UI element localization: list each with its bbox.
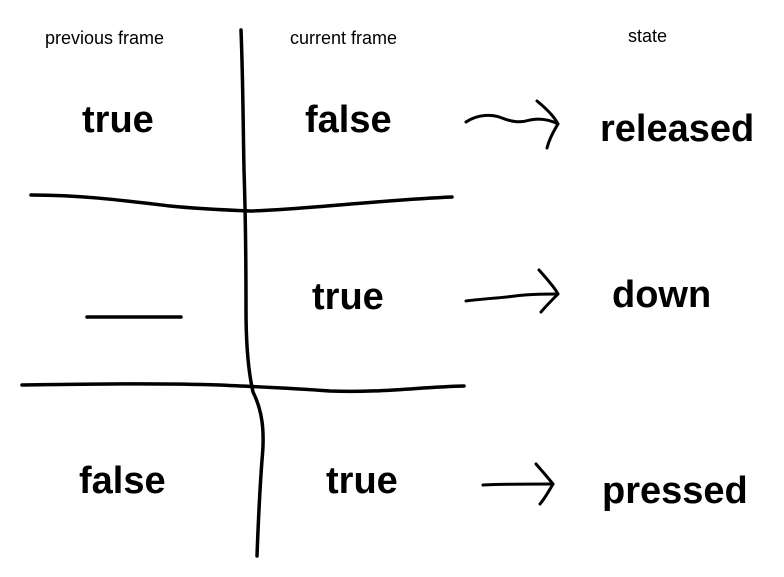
header-state: state [628,26,668,46]
header-current-frame: current frame [290,28,398,48]
row-divider-1 [29,193,454,213]
row-1-previous-value: true [82,99,154,141]
row-1-state-label: released [600,108,755,150]
header-previous-frame: previous frame [45,28,165,48]
row-divider-2 [20,382,466,394]
row-2-state-label: down [612,274,712,316]
arrow-icon-row-1 [464,99,560,150]
arrow-icon-row-3 [481,462,555,506]
row-3-state-label: pressed [602,470,748,512]
row-1-current-value: false [305,99,392,141]
row-3-previous-value: false [79,460,166,502]
row-3-current-value: true [326,460,398,502]
arrow-icon-row-2 [464,268,560,314]
vertical-divider [239,28,265,558]
row-2-current-value: true [312,276,384,318]
